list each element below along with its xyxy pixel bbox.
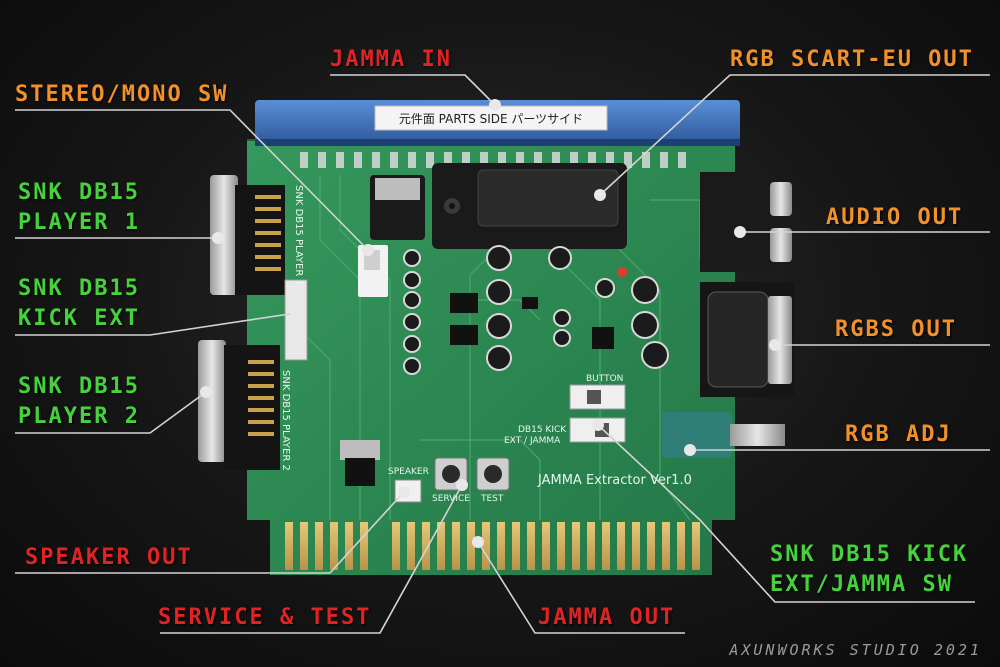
- test-silk: TEST: [480, 494, 504, 504]
- label-snk-db15-kick-ext-jamma-sw: SNK DB15 KICK EXT/JAMMA SW: [770, 542, 969, 597]
- label-audio-out: AUDIO OUT: [826, 205, 964, 230]
- parts-side-sticker: 元件面 PARTS SIDE パーツサイド: [374, 105, 608, 131]
- label-snk-db15-player1: SNK DB15 PLAYER 1: [18, 180, 140, 235]
- ic-chips: [450, 293, 614, 349]
- service-silk: SERVICE: [432, 494, 470, 504]
- kick-ext-header: [284, 279, 308, 361]
- label-jamma-in: JAMMA IN: [330, 47, 452, 72]
- kick-sw-silk-2: EXT / JAMMA: [504, 436, 561, 446]
- rgb-adj-potentiometer: [662, 412, 785, 458]
- label-snk-db15-player2: SNK DB15 PLAYER 2: [18, 374, 140, 429]
- capacitors: [403, 245, 669, 375]
- button-silk: BUTTON: [586, 374, 623, 384]
- label-service-test: SERVICE & TEST: [158, 605, 372, 630]
- label-snk-db15-kick-ext: SNK DB15 KICK EXT: [18, 276, 140, 331]
- db15-player1-connector: [210, 175, 285, 295]
- side-label-player1: SNK DB15 PLAYER 1: [293, 185, 304, 286]
- label-rgb-adj: RGB ADJ: [845, 422, 952, 447]
- side-label-player2: SNK DB15 PLAYER 2: [280, 370, 291, 471]
- voltage-regulator: [340, 440, 380, 486]
- jamma-out-fingers: [285, 522, 700, 570]
- label-rgbs-out: RGBS OUT: [835, 317, 957, 342]
- board-title: JAMMA Extractor Ver1.0: [537, 473, 692, 488]
- label-jamma-out: JAMMA OUT: [538, 605, 676, 630]
- callout-dots: [200, 99, 781, 548]
- stereo-mono-switch: [358, 175, 425, 297]
- rgbs-db9-connector: [700, 282, 795, 397]
- rca-audio-connector: [700, 172, 792, 272]
- label-rgb-scart-eu-out: RGB SCART-EU OUT: [730, 47, 974, 72]
- db15-player2-connector: [198, 340, 280, 470]
- sticker-text: 元件面 PARTS SIDE パーツサイド: [399, 112, 583, 126]
- watermark: AXUNWORKS STUDIO 2021: [729, 641, 982, 659]
- label-speaker-out: SPEAKER OUT: [25, 545, 193, 570]
- led: [617, 267, 627, 277]
- scart-connector: [432, 163, 627, 249]
- kick-sw-silk-1: DB15 KICK: [518, 425, 567, 435]
- speaker-silk: SPEAKER: [388, 467, 429, 477]
- label-stereo-mono-sw: STEREO/MONO SW: [15, 82, 229, 107]
- callout-lines: [15, 74, 990, 634]
